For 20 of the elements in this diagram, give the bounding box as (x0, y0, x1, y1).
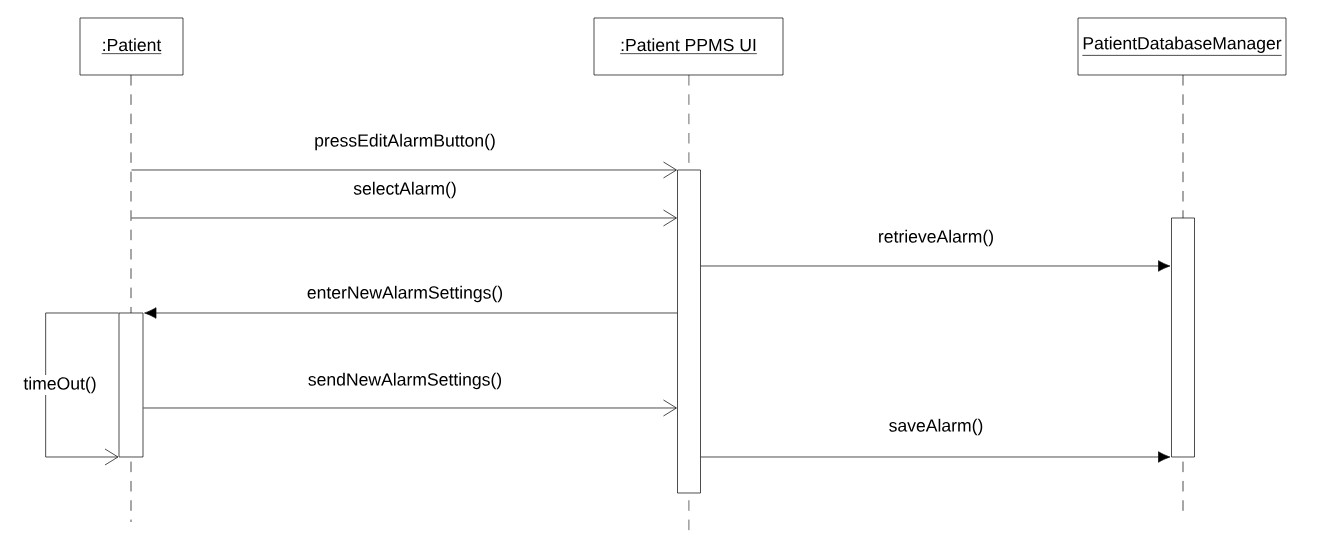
edge-label: enterNewAlarmSettings() (305, 284, 505, 304)
message-arrow (143, 399, 677, 417)
object-box: :Patient (79, 17, 184, 76)
activation-bar (118, 312, 144, 458)
edge-label: pressEditAlarmButton() (312, 132, 498, 152)
object-box: PatientDatabaseManager (1077, 17, 1287, 76)
message-arrow (700, 260, 1171, 272)
edge-label: timeOut() (21, 375, 99, 395)
edge-label: saveAlarm() (886, 417, 986, 437)
activation-bar (1171, 217, 1195, 458)
edge-label: sendNewAlarmSettings() (306, 371, 504, 391)
message-arrow (144, 307, 678, 319)
message-arrow (45, 312, 119, 466)
edge-label: retrieveAlarm() (876, 228, 996, 248)
message-arrow (700, 451, 1171, 463)
message-arrow (131, 209, 677, 227)
message-arrow (131, 161, 677, 179)
object-box: :Patient PPMS UI (593, 17, 784, 76)
activation-bar (677, 169, 701, 494)
edge-label: selectAlarm() (351, 180, 459, 200)
